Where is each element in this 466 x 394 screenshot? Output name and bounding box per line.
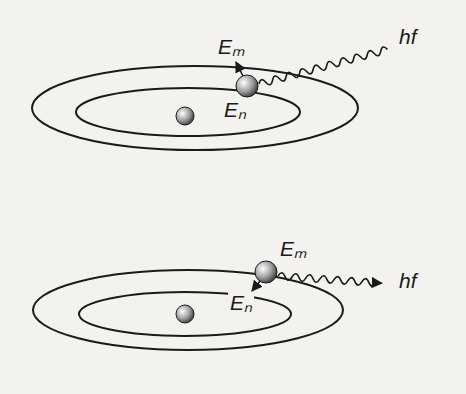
nucleus	[176, 107, 194, 125]
atom-emission	[33, 270, 343, 350]
transition-arrow	[252, 281, 260, 291]
electron	[236, 75, 258, 97]
outer-orbit	[32, 66, 358, 150]
nucleus	[176, 305, 194, 323]
atom-absorption	[32, 66, 358, 150]
photon-label: hf	[397, 26, 419, 47]
energy-level-label: Eₙ	[228, 292, 254, 313]
outer-orbit	[33, 270, 343, 350]
inner-orbit	[76, 88, 300, 136]
transition-arrow	[236, 62, 243, 76]
photon-wave	[278, 273, 382, 287]
electron	[255, 261, 277, 283]
energy-level-label: Eₘ	[278, 238, 309, 259]
photon-wave	[258, 46, 388, 87]
photon-label: hf	[397, 270, 419, 291]
energy-level-label: Eₘ	[216, 36, 247, 57]
inner-orbit	[79, 292, 291, 336]
energy-level-label: Eₙ	[222, 99, 248, 120]
